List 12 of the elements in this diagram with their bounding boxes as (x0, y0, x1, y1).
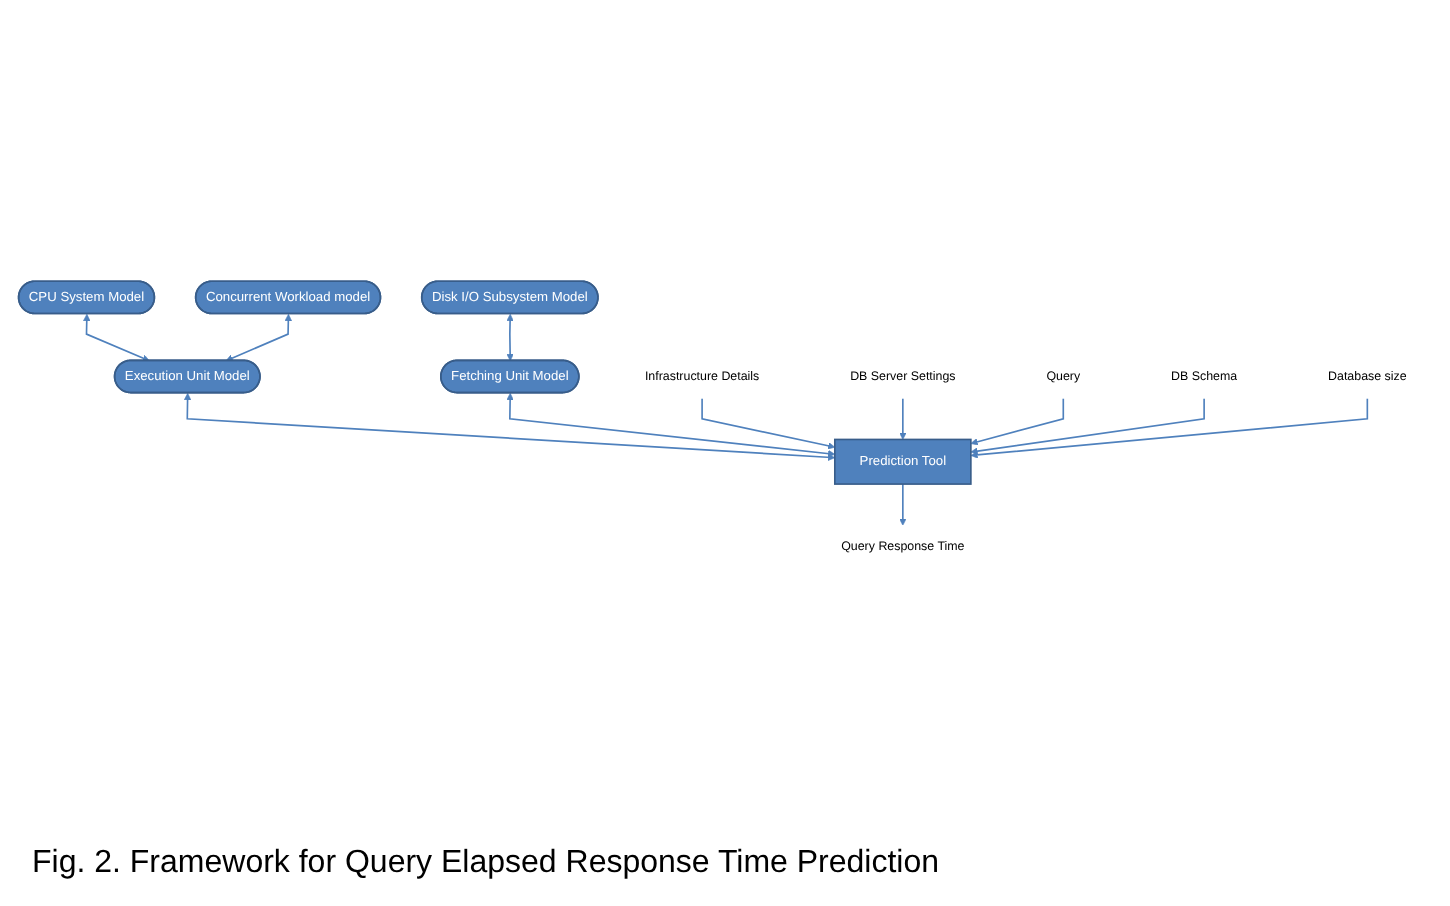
arrow (970, 397, 1369, 459)
arrow (183, 393, 836, 461)
arrow (701, 397, 836, 450)
arrow (970, 397, 1065, 446)
arrow (899, 397, 907, 440)
arrow (83, 313, 150, 362)
arrow (506, 393, 836, 458)
arrow (899, 483, 907, 526)
figure-caption: Fig. 2. Framework for Query Elapsed Response Time Prediction (32, 846, 940, 882)
arrow (225, 313, 292, 362)
arrow (506, 313, 514, 362)
arrow (970, 397, 1205, 455)
